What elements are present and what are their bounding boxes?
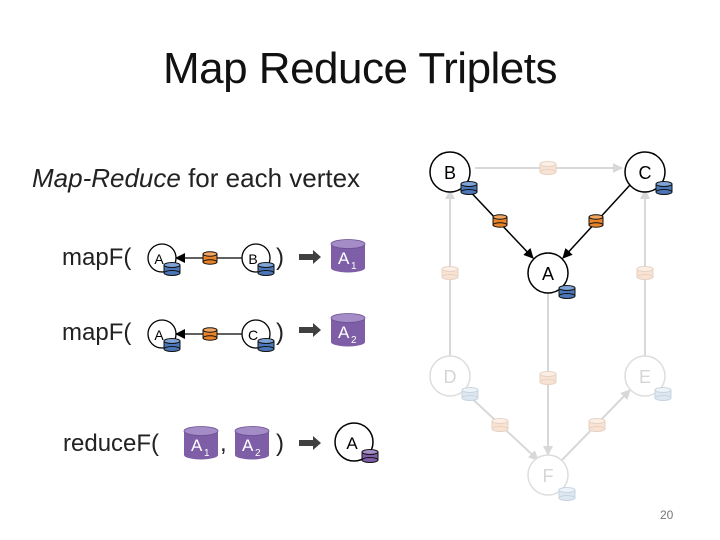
reduce-comma: , — [220, 430, 227, 457]
vertex-b-label: B — [444, 163, 456, 183]
row2-src-label: A — [154, 327, 164, 343]
row2-arrow — [299, 323, 321, 337]
vertex-f-label: F — [543, 466, 554, 486]
vertex-a-value — [558, 285, 576, 299]
reduce-input-a1-sub: 1 — [204, 448, 210, 459]
map-close-2: ) — [276, 319, 284, 346]
reduce-input-a2-letter: A — [242, 436, 254, 455]
reduce-arrow — [299, 436, 321, 450]
subtitle-rest: for each vertex — [180, 163, 361, 193]
row2-dst-value — [257, 338, 275, 352]
row1-dst-value — [257, 262, 275, 276]
reduce-input-a2-sub: 2 — [255, 448, 261, 459]
vertex-a — [527, 252, 569, 294]
edge-value-a-f — [539, 371, 557, 385]
vertex-b-value — [460, 181, 478, 195]
row1-edge-value — [202, 251, 218, 265]
row1-src-value — [163, 262, 181, 276]
row1-arrow — [299, 250, 321, 264]
edge-value-d-f — [491, 418, 509, 432]
vertex-e — [624, 355, 666, 397]
reduce-result-value — [361, 449, 379, 463]
map-row-1: mapF( A B ) A 1 — [62, 239, 366, 276]
vertex-c-value — [655, 181, 673, 195]
vertex-d-label: D — [444, 367, 457, 387]
active-graph: B C A — [429, 151, 673, 299]
vertex-e-label: E — [639, 367, 651, 387]
edge-value-d-b — [441, 266, 459, 280]
subtitle-italic: Map-Reduce — [32, 163, 181, 193]
faded-graph: D E F — [429, 161, 672, 501]
map-row-2: mapF( A C ) A 2 — [62, 313, 366, 352]
reduce-close: ) — [276, 430, 284, 457]
row1-src-label: A — [154, 251, 164, 267]
row1-dst-label: B — [248, 251, 257, 267]
reduce-label: reduceF( — [63, 430, 159, 457]
map-label-2: mapF( — [62, 319, 131, 346]
subtitle: Map-Reduce for each vertex — [32, 163, 360, 194]
vertex-f-value — [558, 487, 576, 501]
row2-dst-label: C — [248, 327, 258, 343]
vertex-c — [624, 151, 666, 193]
edge-value-b-c — [539, 161, 557, 175]
row2-edge-value — [202, 327, 218, 341]
result-a2-sub: 2 — [351, 335, 357, 346]
vertex-f — [527, 454, 569, 496]
reduce-row: reduceF( A 1 , A 2 ) A — [63, 422, 379, 463]
map-label-1: mapF( — [62, 244, 131, 271]
vertex-e-value — [654, 387, 672, 401]
edge-value-b-a — [492, 214, 508, 228]
reduce-input-a1-letter: A — [191, 436, 203, 455]
vertex-b — [429, 151, 471, 193]
edge-value-f-e — [588, 418, 606, 432]
slide-title: Map Reduce Triplets — [162, 44, 558, 93]
vertex-c-label: C — [639, 163, 652, 183]
row2-src-value — [163, 338, 181, 352]
result-a1-letter: A — [338, 249, 350, 268]
slide-number: 20 — [660, 508, 674, 522]
edge-value-c-a — [588, 214, 604, 228]
vertex-d — [429, 355, 471, 397]
result-a1-sub: 1 — [351, 261, 357, 272]
reduce-result-label: A — [346, 434, 358, 453]
vertex-d-value — [461, 387, 479, 401]
result-a2-letter: A — [338, 323, 350, 342]
vertex-a-label: A — [542, 264, 554, 284]
map-close-1: ) — [276, 244, 284, 271]
edge-value-e-c — [636, 266, 654, 280]
